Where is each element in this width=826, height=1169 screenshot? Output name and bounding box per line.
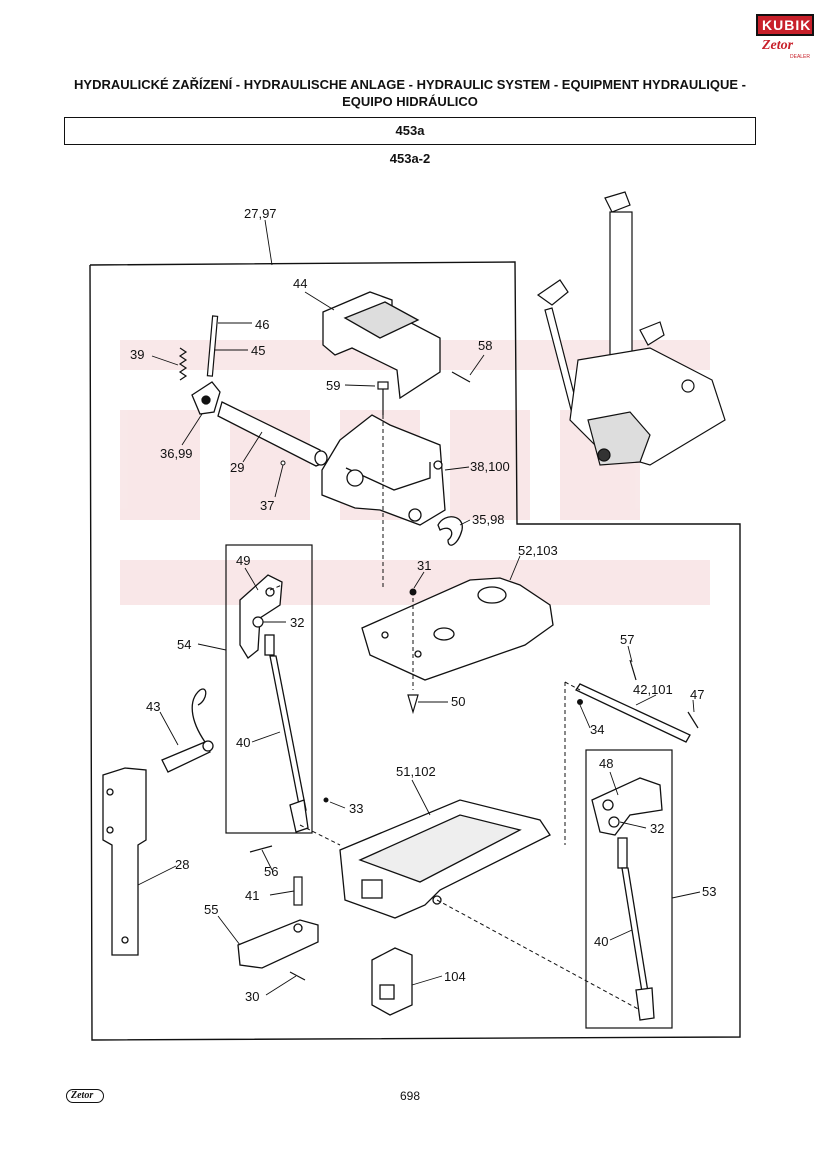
- kubik-zetor-logo: KUBIK Zetor DEALER: [756, 14, 814, 60]
- page-title: HYDRAULICKÉ ZAŘÍZENÍ - HYDRAULISCHE ANLA…: [60, 76, 760, 110]
- callout-30: 30: [245, 989, 259, 1004]
- dashed-leaders: [269, 415, 641, 1011]
- part-43-pin: [161, 688, 214, 773]
- title-line-1: HYDRAULICKÉ ZAŘÍZENÍ - HYDRAULISCHE ANLA…: [74, 77, 746, 92]
- part-46-45-pin: [206, 315, 219, 377]
- part-39-spring: [178, 347, 188, 381]
- part-41-pin: [293, 876, 303, 906]
- callout-36-99: 36,99: [160, 446, 193, 461]
- section-label: 453a: [395, 123, 425, 138]
- footer-logo-text: Zetor: [71, 1090, 94, 1101]
- callout-104: 104: [444, 969, 466, 984]
- callout-54: 54: [177, 637, 191, 652]
- callout-43: 43: [146, 699, 160, 714]
- callout-42-101: 42,101: [633, 682, 673, 697]
- part-28-bar: [102, 767, 147, 956]
- callout-51-102: 51,102: [396, 764, 436, 779]
- group-frame: [89, 261, 741, 1041]
- part-44-cover: [322, 291, 441, 400]
- subgroup-53-frame: [585, 749, 673, 1029]
- callout-52-103: 52,103: [518, 543, 558, 558]
- subsection-label: 453a-2: [389, 151, 431, 166]
- part-31: [409, 588, 417, 596]
- part-104-clamp: [371, 947, 413, 1016]
- callout-58: 58: [478, 338, 492, 353]
- footer-zetor-logo: Zetor: [66, 1089, 104, 1103]
- callout-34: 34: [590, 722, 604, 737]
- callout-28: 28: [175, 857, 189, 872]
- callout-56: 56: [264, 864, 278, 879]
- callout-32b: 32: [650, 821, 664, 836]
- callout-38-100: 38,100: [470, 459, 510, 474]
- part-52-103-plate: [361, 577, 554, 681]
- callout-45: 45: [251, 343, 265, 358]
- callout-50: 50: [451, 694, 465, 709]
- part-30-pin: [289, 971, 306, 981]
- callout-37: 37: [260, 498, 274, 513]
- part-37: [280, 460, 286, 466]
- part-59-bolt: [377, 381, 389, 415]
- callout-39: 39: [130, 347, 144, 362]
- part-56-pin: [249, 845, 273, 853]
- title-line-2: EQUIPO HIDRÁULICO: [342, 94, 478, 109]
- callout-27-97: 27,97: [244, 206, 277, 221]
- callout-40b: 40: [594, 934, 608, 949]
- callout-59: 59: [326, 378, 340, 393]
- part-32b-nut: [608, 816, 620, 828]
- callout-32a: 32: [290, 615, 304, 630]
- part-42-101-rod: [575, 683, 691, 743]
- callout-41: 41: [245, 888, 259, 903]
- callout-55: 55: [204, 902, 218, 917]
- part-51-102-frame: [339, 799, 551, 919]
- callout-40a: 40: [236, 735, 250, 750]
- callout-31: 31: [417, 558, 431, 573]
- callout-35-98: 35,98: [472, 512, 505, 527]
- part-32a-nut: [252, 616, 264, 628]
- zetor-logo-text: Zetor: [762, 38, 794, 53]
- kubik-logo-text: KUBIK: [762, 17, 812, 33]
- callout-44: 44: [293, 276, 307, 291]
- callout-46: 46: [255, 317, 269, 332]
- part-57-pin: [629, 659, 637, 681]
- subgroup-54-frame: [225, 544, 313, 834]
- dealer-tagline: DEALER: [790, 54, 811, 60]
- part-58-screw: [451, 371, 471, 383]
- part-33: [323, 797, 329, 803]
- part-50-stud: [407, 694, 419, 715]
- part-36-99-lever: [191, 381, 221, 415]
- callout-48: 48: [599, 756, 613, 771]
- part-34: [577, 699, 583, 705]
- part-55-latch: [237, 919, 319, 969]
- assembly-view: [536, 191, 726, 466]
- kubik-logo-badge: KUBIK: [756, 14, 814, 36]
- callout-leaders: [137, 219, 701, 996]
- section-box: 453a: [64, 117, 756, 145]
- part-35-98-clip: [437, 516, 463, 546]
- callout-53: 53: [702, 884, 716, 899]
- callout-33: 33: [349, 801, 363, 816]
- part-29-shaft: [217, 401, 328, 467]
- callout-47: 47: [690, 687, 704, 702]
- callout-49: 49: [236, 553, 250, 568]
- zetor-logo-badge: Zetor DEALER: [760, 38, 810, 60]
- part-47-pin: [687, 711, 699, 729]
- part-40b-rod: [617, 837, 655, 1021]
- callout-29: 29: [230, 460, 244, 475]
- callout-57: 57: [620, 632, 634, 647]
- page-number: 698: [399, 1089, 421, 1103]
- part-40a-rod: [264, 634, 309, 833]
- part-38-100-bracket: [321, 414, 446, 526]
